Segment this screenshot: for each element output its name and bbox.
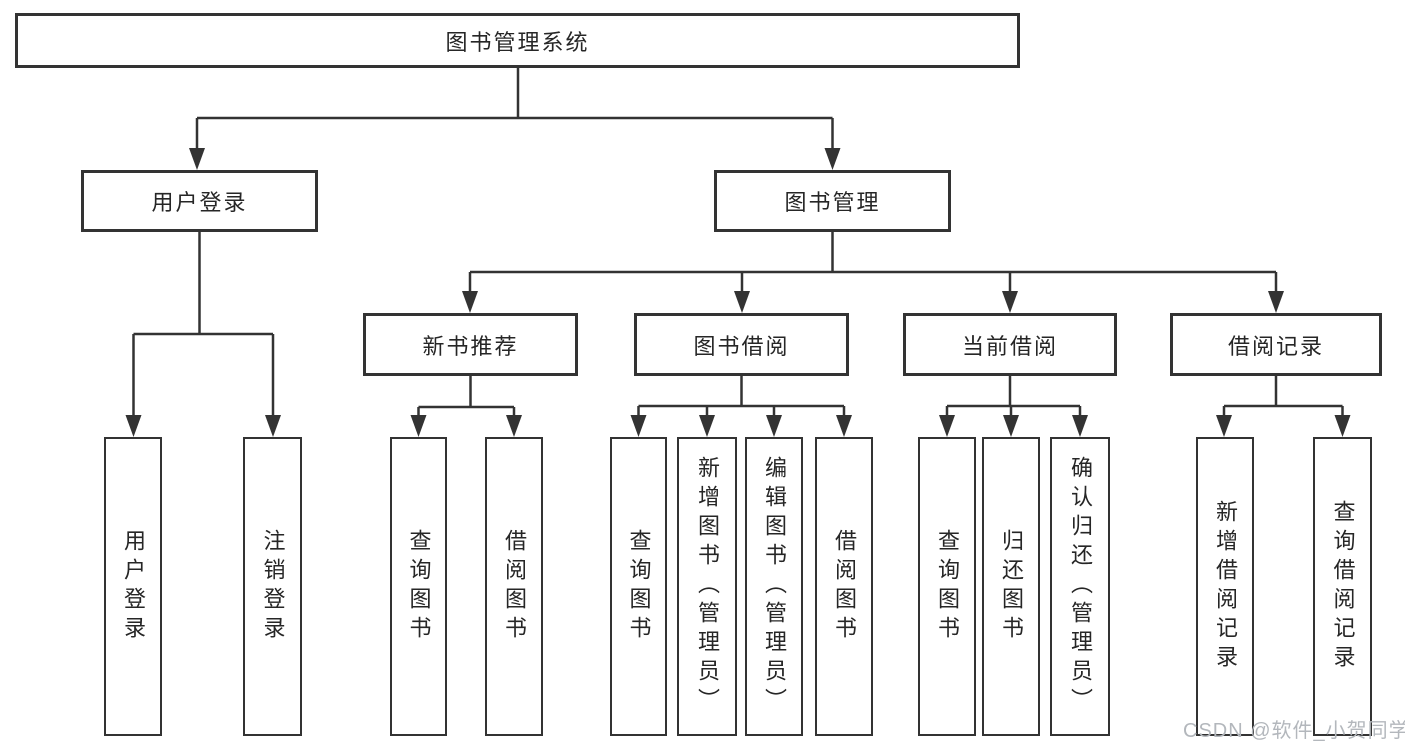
node-book-borrowing: 图书借阅: [634, 313, 849, 376]
leaf-query-borrow-record: 查询借阅记录: [1313, 437, 1372, 736]
node-borrow-records-label: 借阅记录: [1227, 333, 1324, 359]
leaf-confirm-return-admin: 确认归还（管理员）: [1050, 437, 1110, 736]
node-current-borrowing: 当前借阅: [903, 313, 1117, 376]
node-root: 图书管理系统: [15, 13, 1020, 68]
leaf-add-borrow-record: 新增借阅记录: [1196, 437, 1254, 736]
node-root-label: 图书管理系统: [445, 29, 590, 55]
leaf-user-login: 用户登录: [104, 437, 162, 736]
leaf-borrow-books: 借阅图书: [815, 437, 873, 736]
leaf-edit-books-admin: 编辑图书（管理员）: [745, 437, 803, 736]
leaf-logout: 注销登录: [243, 437, 302, 736]
node-book-borrowing-label: 图书借阅: [693, 333, 790, 359]
node-user-login: 用户登录: [81, 170, 318, 232]
node-borrow-records: 借阅记录: [1170, 313, 1382, 376]
leaf-query-books-recommend: 查询图书: [390, 437, 447, 736]
leaf-query-books-current: 查询图书: [918, 437, 976, 736]
leaf-borrow-books-recommend: 借阅图书: [485, 437, 543, 736]
node-new-book-recommend: 新书推荐: [363, 313, 578, 376]
node-book-management: 图书管理: [714, 170, 951, 232]
node-new-book-recommend-label: 新书推荐: [422, 333, 519, 359]
leaf-return-books: 归还图书: [982, 437, 1040, 736]
node-user-login-label: 用户登录: [151, 190, 248, 215]
leaf-add-books-admin: 新增图书（管理员）: [677, 437, 737, 736]
leaf-query-books-borrowing: 查询图书: [610, 437, 667, 736]
node-book-management-label: 图书管理: [784, 190, 881, 215]
csdn-watermark: CSDN @软件_小贺同学: [1183, 720, 1405, 742]
node-current-borrowing-label: 当前借阅: [961, 333, 1058, 359]
